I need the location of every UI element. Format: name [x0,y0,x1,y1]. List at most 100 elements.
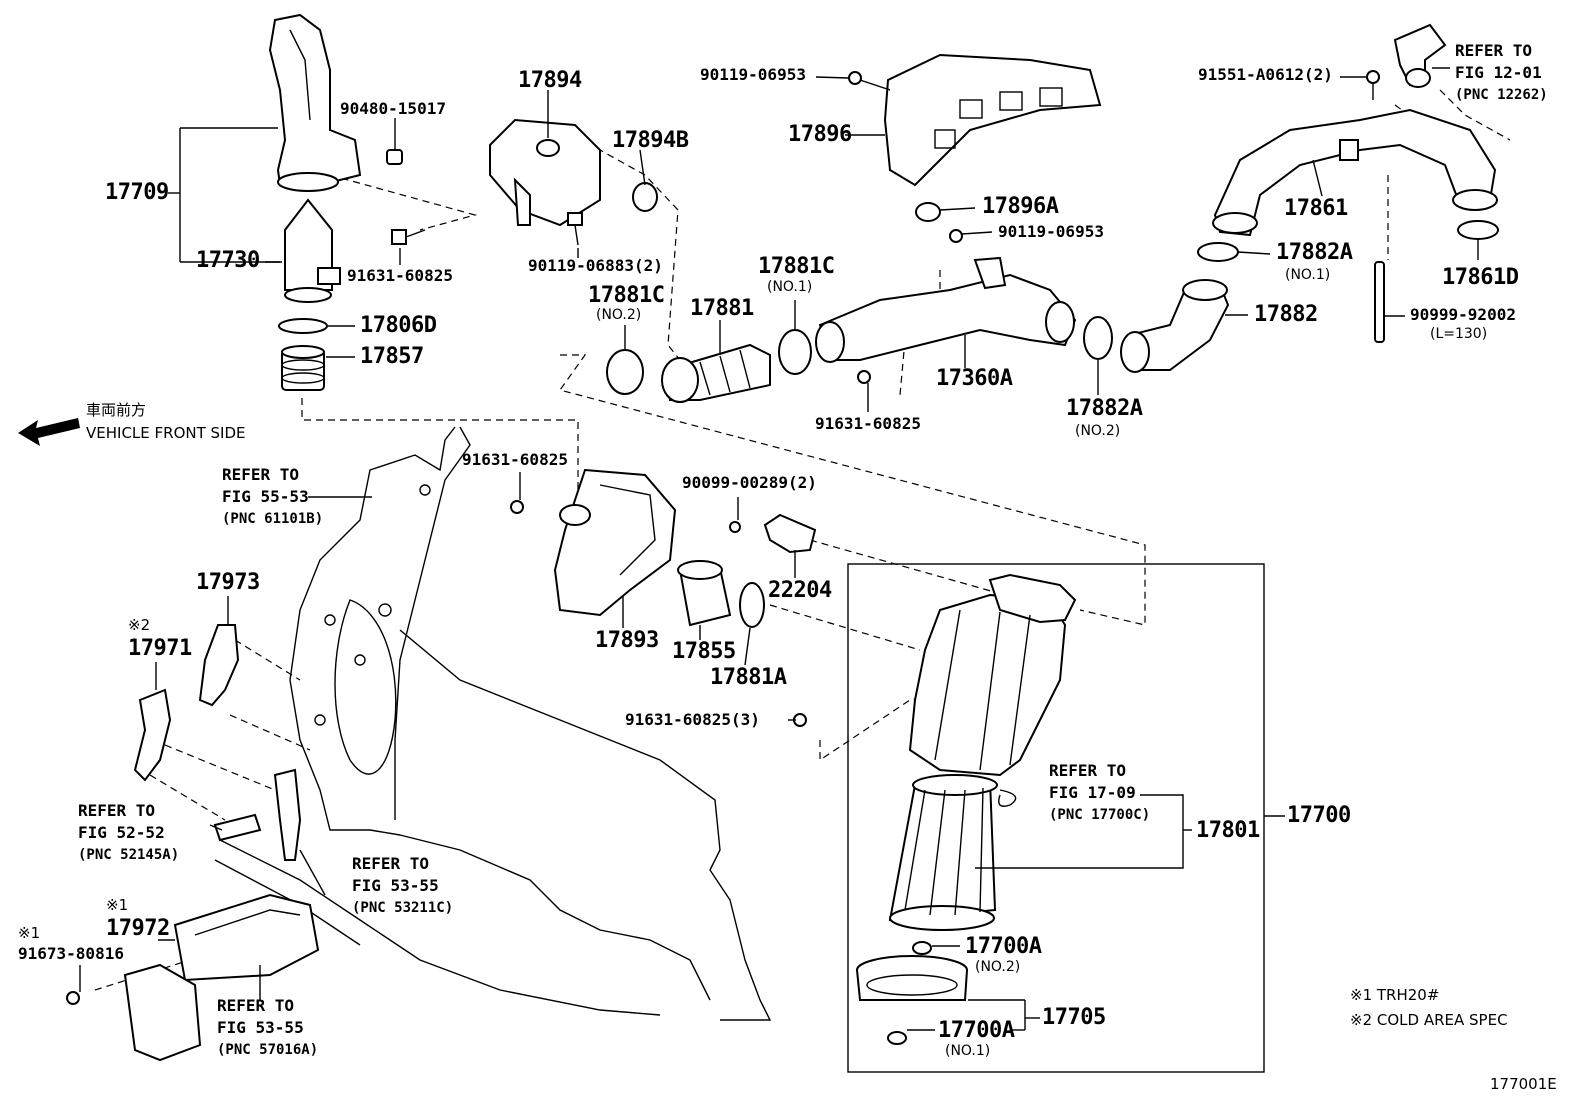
refer-line3: (PNC 53211C) [352,900,454,916]
refer-to-fig-52-52: REFER TO FIG 52-52 (PNC 52145A) [78,800,179,866]
clamp-17806d [278,318,328,334]
refer-line3: (PNC 52145A) [78,847,180,863]
intake-duct-17709 [268,13,362,192]
refer-line3: (PNC 57016A) [217,1042,319,1058]
bracket-53211c [273,768,302,861]
sensor-22204 [763,513,817,554]
pipe-17360a [815,256,1077,363]
bolt-91631-c [510,500,524,514]
bolt-90119-c [949,229,963,243]
part-label-17700: 17700 [1287,803,1351,828]
bracket-17894 [489,118,601,227]
part-label-17730: 17730 [196,248,260,273]
clamp-17881a [739,582,765,628]
part-label-90099-00289: 90099-00289(2) [682,473,817,492]
refer-line3: (PNC 12262) [1455,87,1548,103]
mark-17971: ※2 [128,616,151,634]
refer-to-fig-53-55-b: REFER TO FIG 53-55 (PNC 57016A) [217,995,318,1061]
figure-id: 177001E [1490,1075,1557,1093]
part-label-17801: 17801 [1196,818,1260,843]
clamp-17882a-no1 [1197,242,1239,262]
bolt-90119-b [848,71,862,85]
refer-line1: REFER TO [217,996,295,1015]
sub-label-17881c-no2: (NO.2) [596,307,642,323]
part-label-22204: 22204 [768,578,832,603]
clamp-17881c-no1 [778,329,812,375]
part-label-91631-60825-c: 91631-60825 [462,450,568,469]
part-label-17881c-no2: 17881C [588,283,665,308]
hose-17857 [281,345,325,391]
refer-to-fig-17-09: REFER TO FIG 17-09 (PNC 17700C) [1049,760,1150,826]
part-label-17882a-no2: 17882A [1066,396,1143,421]
refer-line3: (PNC 61101B) [222,511,324,527]
clamp-17861d [1457,220,1499,240]
sub-label-17882a-no1: (NO.1) [1285,267,1331,283]
refer-line1: REFER TO [1455,41,1533,60]
part-label-17972: 17972 [106,916,170,941]
part-label-17857: 17857 [360,344,424,369]
part-label-17896: 17896 [788,122,852,147]
bolt-91551 [1366,70,1380,100]
clamp-17882a-no2 [1083,316,1113,360]
part-label-17881: 17881 [690,296,754,321]
refer-line2: FIG 53-55 [217,1018,304,1037]
part-label-91631-60825-b: 91631-60825 [815,414,921,433]
bolt-91631-b [857,370,871,384]
hose-17882 [1120,279,1230,373]
part-label-17881c-no1: 17881C [758,254,835,279]
refer-line1: REFER TO [1049,761,1127,780]
part-label-17881a: 17881A [710,665,787,690]
mark-91673: ※1 [18,924,41,942]
refer-to-fig-55-53: REFER TO FIG 55-53 (PNC 61101B) [222,464,323,530]
refer-line2: FIG 12-01 [1455,63,1542,82]
direction-label-en: VEHICLE FRONT SIDE [86,424,246,442]
refer-line3: (PNC 17700C) [1049,807,1151,823]
sub-label-17700a-no2: (NO.2) [975,959,1021,975]
clip-17700a-no1 [887,1031,907,1045]
mark-17972: ※1 [106,896,129,914]
air-filter-17801 [888,774,998,931]
vehicle-body-panel [214,426,772,1021]
bolt-90099 [729,521,741,533]
hose-upper-right [1393,23,1447,88]
part-label-17861: 17861 [1284,196,1348,221]
part-label-17861d: 17861D [1442,265,1519,290]
clip-17700a-no2 [912,941,932,955]
refer-line1: REFER TO [78,801,156,820]
sub-label-17700a-no1: (NO.1) [945,1043,991,1059]
sub-label-17881c-no1: (NO.1) [767,279,813,295]
bracket-17971 [133,688,172,782]
part-label-17973: 17973 [196,570,260,595]
part-label-17700a-no1: 17700A [938,1018,1015,1043]
ring-17700c [998,789,1017,807]
cone-resonator-17730 [284,198,341,303]
pipe-17861 [1212,108,1498,237]
part-label-17360a: 17360A [936,366,1013,391]
direction-label-jp: 車両前方 [86,401,147,419]
sub-label-17882a-no2: (NO.2) [1075,423,1121,439]
part-label-17709: 17709 [105,180,169,205]
part-label-91631-60825-a: 91631-60825 [347,266,453,285]
note-cold-area-spec: ※2 COLD AREA SPEC [1350,1011,1508,1029]
bolt-91673 [66,991,80,1005]
assembly-box-17700 [847,563,1265,1073]
refer-line2: FIG 52-52 [78,823,165,842]
bracket-17893 [553,468,677,617]
part-label-17894: 17894 [518,68,582,93]
bracket-52145a [213,813,262,842]
part-label-90119-06953-b: 90119-06953 [998,222,1104,241]
part-label-17700a-no2: 17700A [965,934,1042,959]
part-label-17806d: 17806D [360,313,437,338]
part-label-17896a: 17896A [982,194,1059,219]
insulator-17896 [883,53,1102,187]
part-label-90480-15017: 90480-15017 [340,99,446,118]
air-cleaner-case [908,573,1077,777]
bracket-17973 [198,624,240,707]
hose-17855 [677,560,732,627]
part-label-90119-06883: 90119-06883(2) [528,256,663,275]
refer-line2: FIG 55-53 [222,487,309,506]
part-label-17855: 17855 [672,639,736,664]
front-direction-arrow [18,418,80,446]
part-label-17894b: 17894B [612,128,689,153]
